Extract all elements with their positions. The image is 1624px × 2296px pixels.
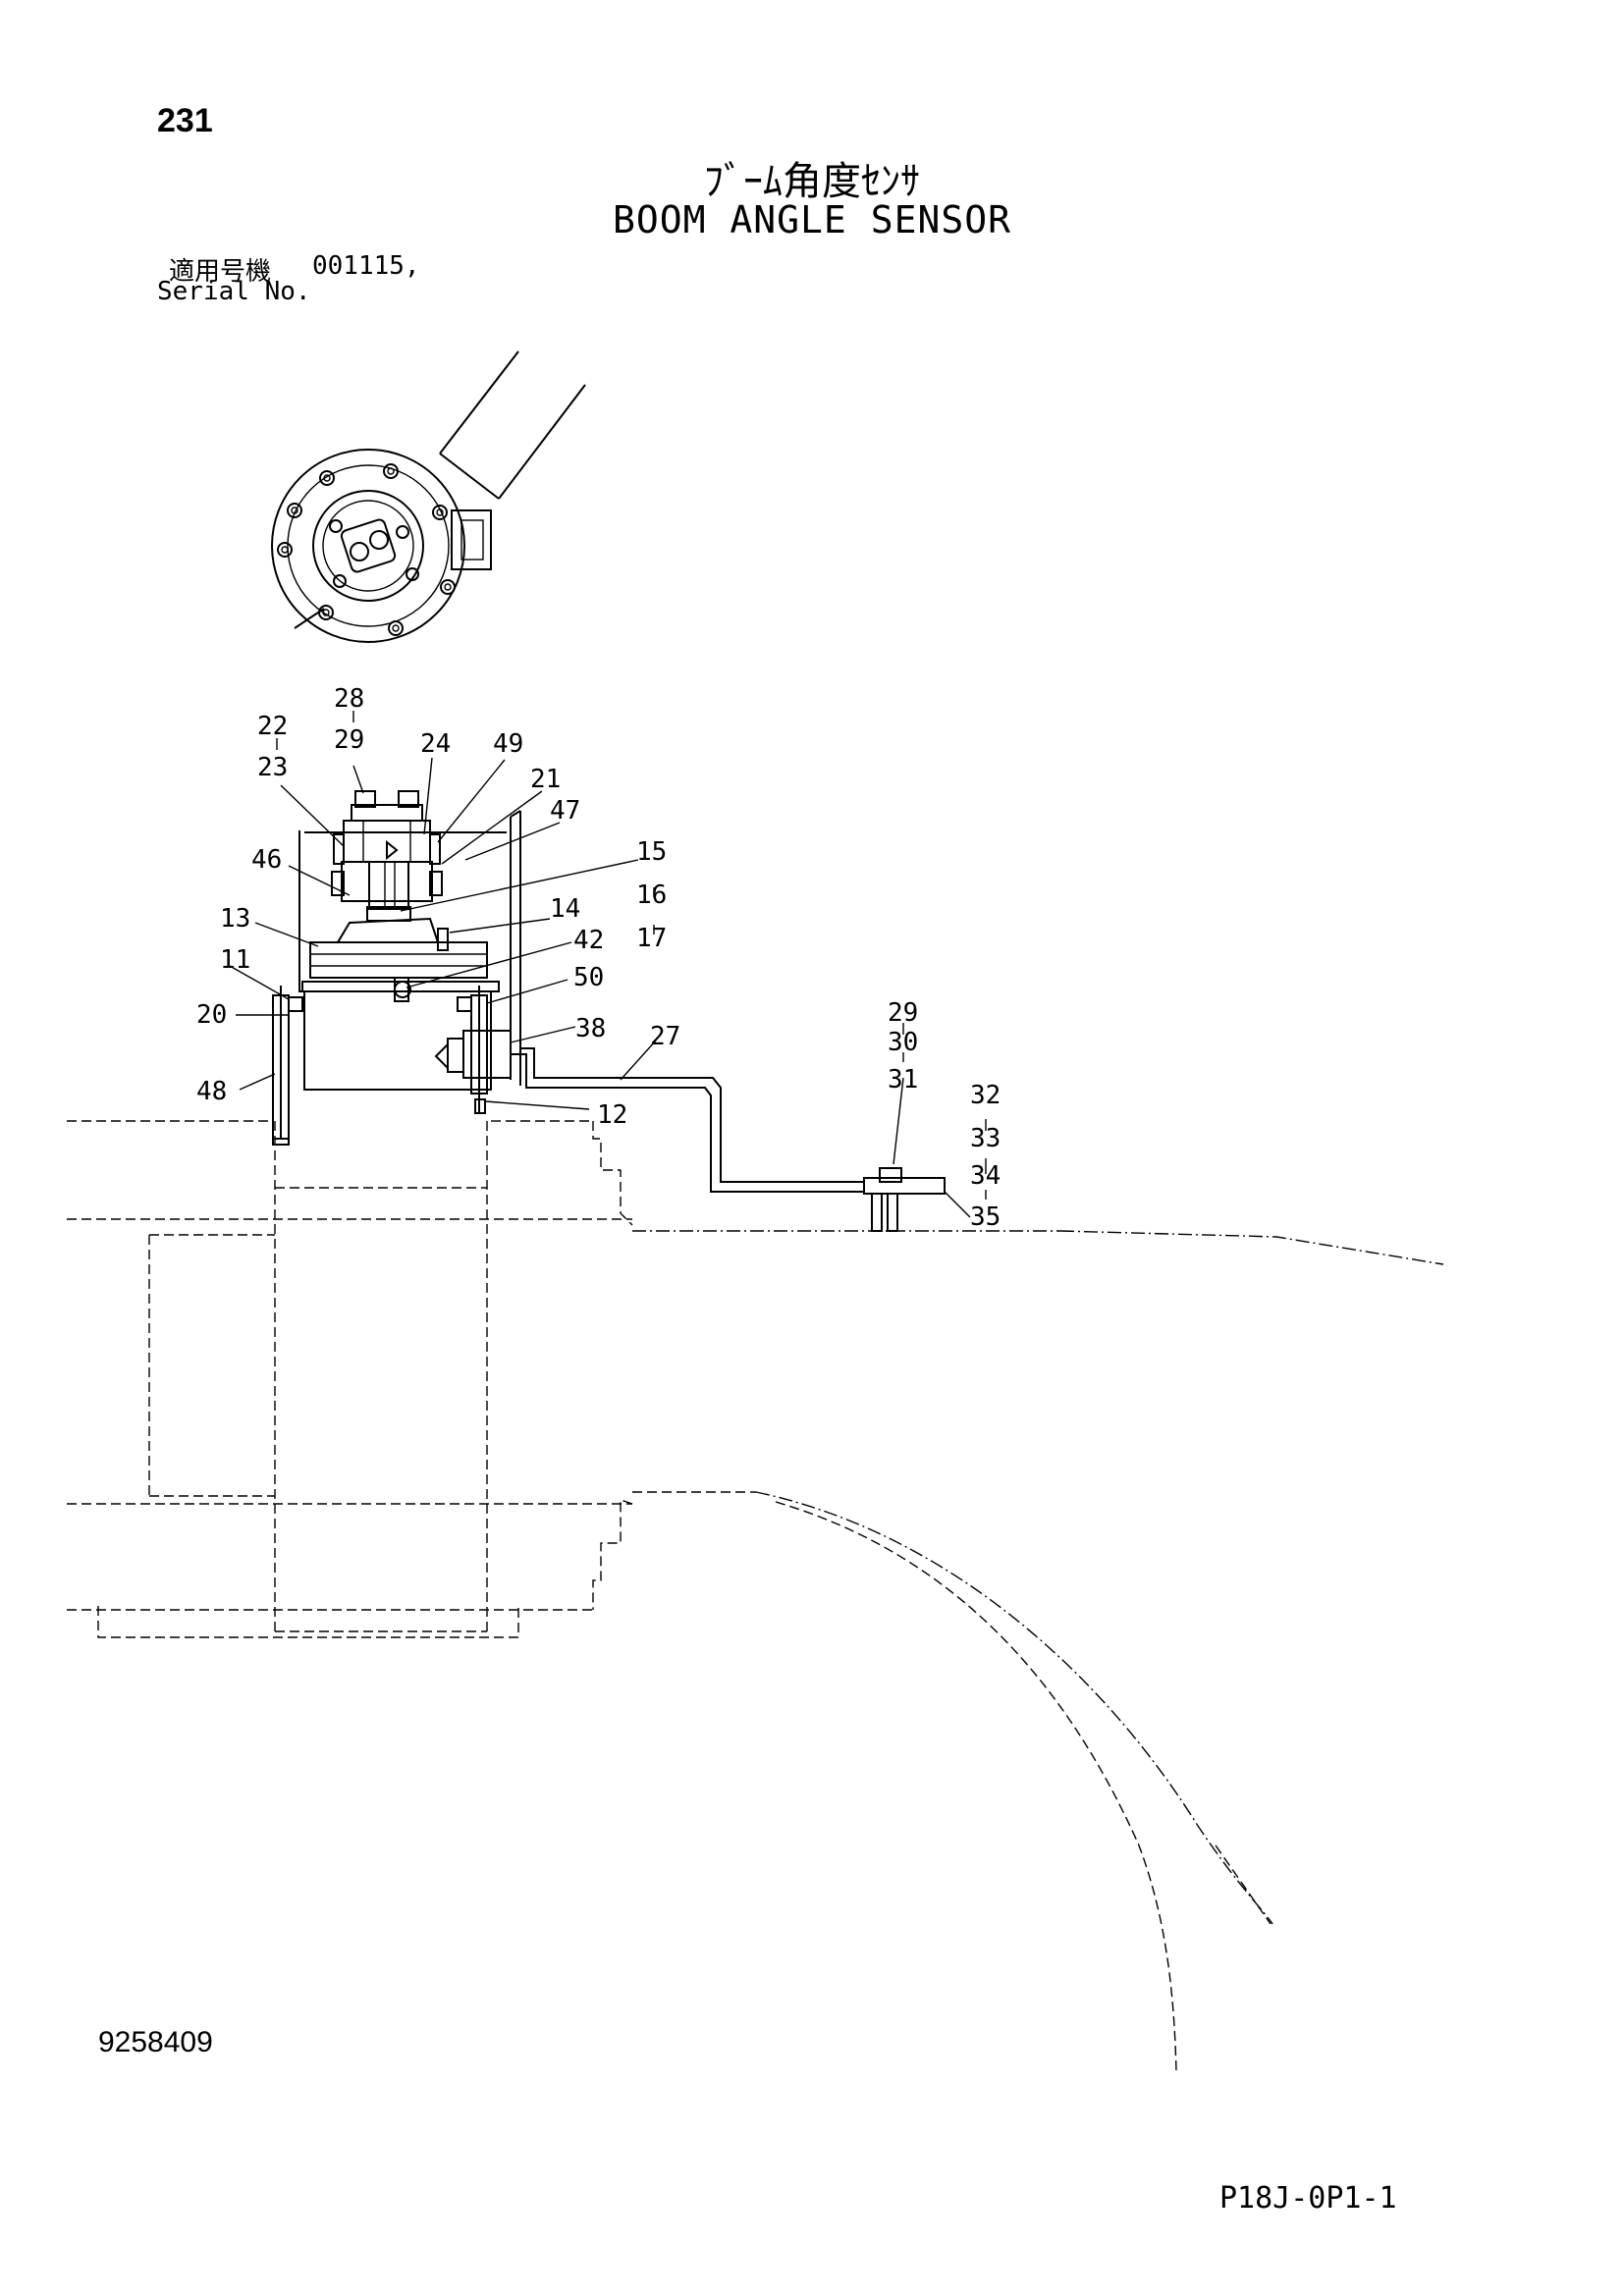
document-number: 9258409 (98, 2026, 213, 2058)
sensor-top-view (271, 350, 586, 643)
callout-20: 20 (196, 1000, 227, 1030)
callout-50: 50 (573, 963, 604, 992)
callout-13: 13 (220, 904, 250, 934)
callout-30: 30 (888, 1028, 918, 1057)
callout-12: 12 (597, 1100, 627, 1130)
callout-32: 32 (970, 1081, 1001, 1110)
callout-14: 14 (550, 894, 580, 924)
callout-47: 47 (550, 796, 580, 826)
title-english: BOOM ANGLE SENSOR (613, 198, 1011, 241)
callout-29: 29 (334, 725, 364, 755)
callout-11: 11 (220, 945, 250, 975)
callout-35: 35 (970, 1202, 1001, 1232)
callout-22: 22 (257, 712, 288, 741)
page-number: 231 (157, 102, 213, 139)
callout-31: 31 (888, 1065, 918, 1095)
callout-28: 28 (334, 684, 364, 714)
serial-label-japanese: 適用号機 (169, 257, 272, 287)
callout-48: 48 (196, 1077, 227, 1106)
callout-16: 16 (636, 881, 667, 910)
drawing-code: P18J-0P1-1 (1219, 2181, 1397, 2216)
callout-49: 49 (493, 729, 523, 759)
serial-value: 001115, (312, 251, 420, 281)
serial-label-english: Serial No. (157, 277, 311, 306)
callout-21: 21 (530, 765, 561, 794)
callout-15: 15 (636, 837, 667, 867)
callout-42: 42 (573, 926, 604, 955)
callout-34: 34 (970, 1161, 1001, 1191)
title-japanese: ﾌﾞｰﾑ角度ｾﾝｻ (704, 159, 920, 204)
sensor-side-view (272, 790, 946, 1232)
callout-labels: 28 29 22 23 24 49 21 47 46 15 16 17 13 1… (196, 684, 1001, 1232)
callout-17: 17 (636, 924, 667, 953)
callout-27: 27 (650, 1022, 680, 1051)
leader-lines (229, 711, 987, 1218)
callout-23: 23 (257, 753, 288, 782)
callout-33: 33 (970, 1124, 1001, 1153)
callout-29-clamp: 29 (888, 998, 918, 1028)
boom-phantom-outline (67, 1120, 1444, 2072)
callout-46: 46 (251, 845, 282, 875)
callout-38: 38 (575, 1014, 606, 1043)
callout-24: 24 (420, 729, 451, 759)
